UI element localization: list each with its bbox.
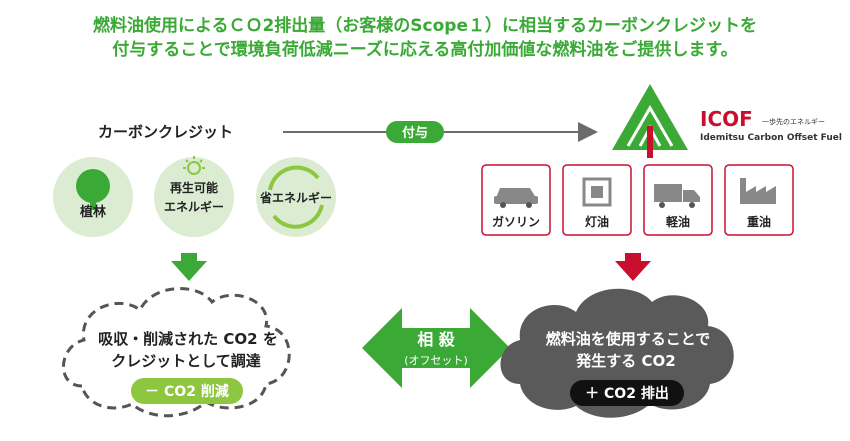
source-forestation: 植林 xyxy=(53,157,133,237)
credit-cloud-line-1: 吸収・削減された CO2 を xyxy=(98,330,278,348)
fuel-label-kerosene: 灯油 xyxy=(585,214,609,229)
heater-icon xyxy=(582,177,612,207)
green-down-arrow xyxy=(171,253,207,281)
source-label-forestation: 植林 xyxy=(79,204,106,220)
sun-icon xyxy=(183,156,205,175)
emission-cloud-line-1: 燃料油を使用することで xyxy=(546,330,711,348)
emission-cloud-line-2: 発生する CO2 xyxy=(575,352,675,370)
icof-full-name: Idemitsu Carbon Offset Fuel xyxy=(700,133,842,143)
emission-badge xyxy=(570,380,684,406)
source-label-renewable-2: エネルギー xyxy=(164,199,224,214)
reduction-badge xyxy=(131,378,243,404)
tree-icon xyxy=(76,169,110,210)
source-label-energy-saving: 省エネルギー xyxy=(259,190,332,205)
source-renewable: 再生可能 エネルギー xyxy=(154,156,234,237)
fuel-label-gasoline: ガソリン xyxy=(492,214,540,229)
grant-pill xyxy=(386,121,444,143)
truck-icon xyxy=(654,184,700,208)
recycle-icon xyxy=(268,165,324,229)
credit-cloud-line-2: クレジットとして調達 xyxy=(111,352,261,370)
red-down-arrow xyxy=(615,253,651,281)
headline-line-1: 燃料油使用によるＣＯ2排出量（お客様のScope１）に相当するカーボンクレジット… xyxy=(92,16,758,36)
source-label-renewable-1: 再生可能 xyxy=(170,180,218,195)
icof-logo: ICOF 一歩先のエネルギー Idemitsu Carbon Offset Fu… xyxy=(612,84,842,158)
factory-icon xyxy=(740,178,776,204)
headline: 燃料油使用によるＣＯ2排出量（お客様のScope１）に相当するカーボンクレジット… xyxy=(0,14,850,62)
fuel-gasoline: ガソリン xyxy=(481,164,551,236)
fuel-label-diesel: 軽油 xyxy=(666,214,690,229)
car-icon xyxy=(494,188,538,208)
icof-tree-icon xyxy=(612,84,688,150)
source-energy-saving: 省エネルギー xyxy=(256,157,336,237)
offset-label: 相 殺 xyxy=(417,330,456,349)
fuel-heavy-oil: 重油 xyxy=(724,164,794,236)
fuel-diesel: 軽油 xyxy=(643,164,713,236)
fuel-label-heavy-oil: 重油 xyxy=(747,214,771,229)
reduction-badge-label: － CO2 削減 xyxy=(145,383,229,400)
grant-label: 付与 xyxy=(402,125,428,141)
headline-line-2: 付与することで環境負荷低減ニーズに応える高付加価値な燃料油をご提供します。 xyxy=(112,40,738,60)
icof-brand: ICOF xyxy=(700,107,753,131)
fuel-kerosene: 灯油 xyxy=(562,164,632,236)
offset-double-arrow xyxy=(362,308,510,388)
carbon-credit-title: カーボンクレジット xyxy=(98,123,233,141)
offset-sublabel: (オフセット) xyxy=(404,354,468,367)
emission-badge-label: ＋ CO2 排出 xyxy=(585,385,669,402)
icof-tagline: 一歩先のエネルギー xyxy=(762,117,825,126)
